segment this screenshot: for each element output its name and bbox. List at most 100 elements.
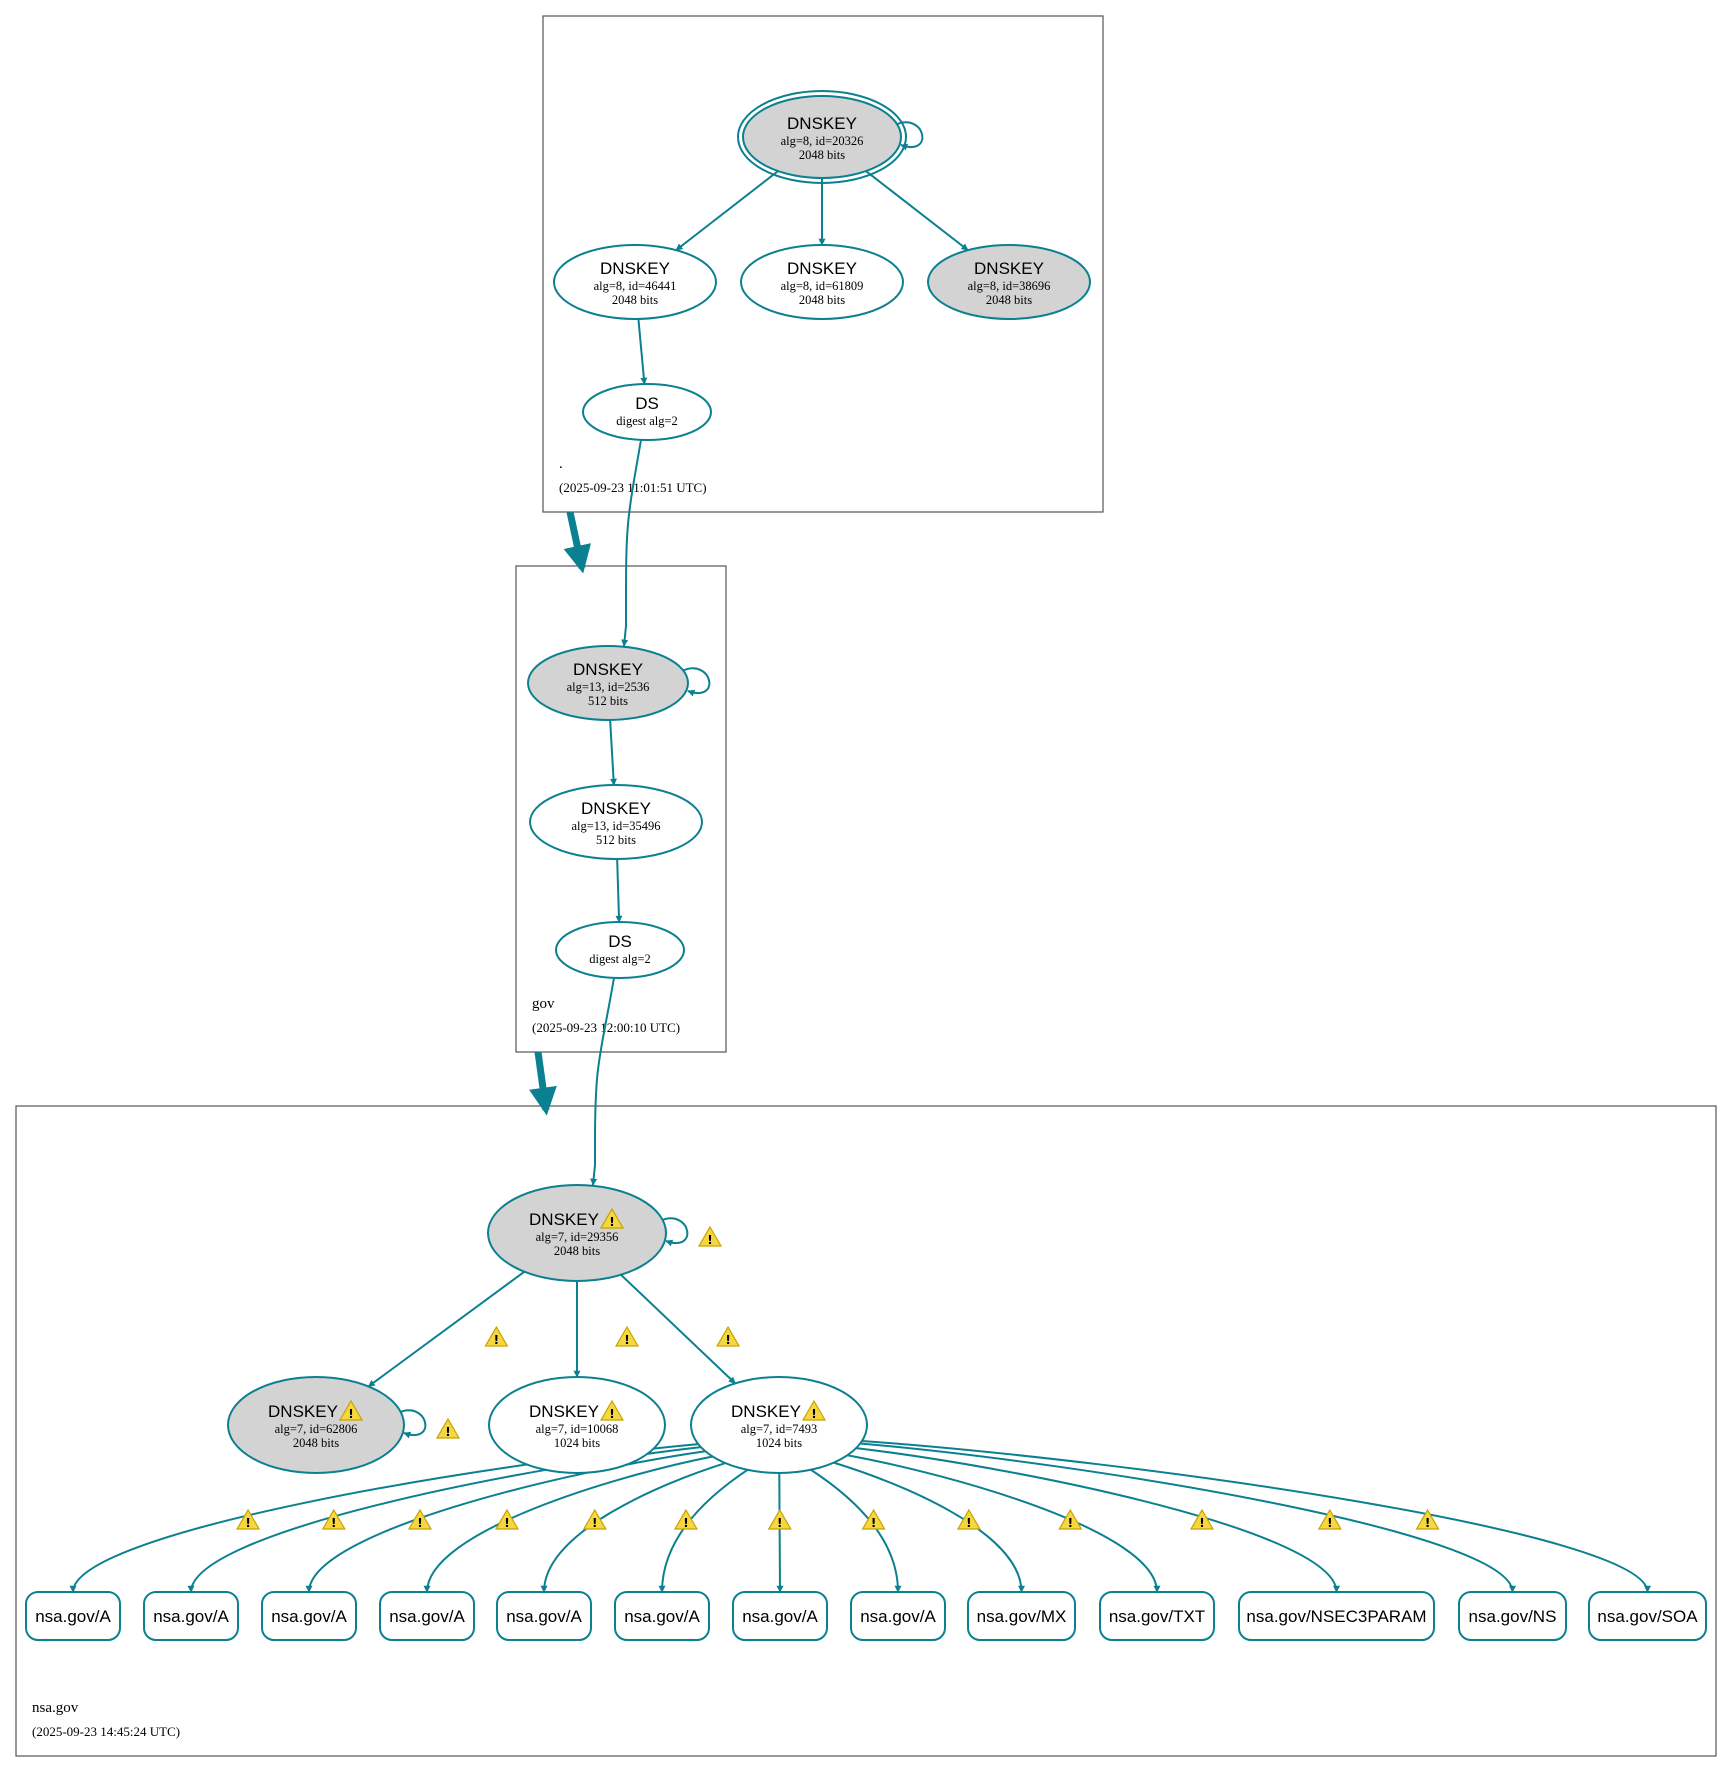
svg-text:!: ! bbox=[725, 1333, 730, 1347]
svg-text:!: ! bbox=[624, 1333, 629, 1347]
rrset-rr5[interactable]: nsa.gov/A bbox=[496, 1591, 592, 1641]
edge-warning-icon: ! bbox=[484, 1325, 509, 1347]
self-loop-g_ksk bbox=[681, 667, 711, 697]
edge-r_z1-r_ds bbox=[637, 318, 648, 385]
node-key-size: 2048 bits bbox=[293, 1436, 339, 1450]
rrset-label: nsa.gov/MX bbox=[977, 1607, 1067, 1626]
svg-text:!: ! bbox=[966, 1516, 971, 1530]
edge-n_ksk-n_z2 bbox=[620, 1274, 736, 1385]
node-key-size: 2048 bits bbox=[799, 148, 845, 162]
rrset-rr7[interactable]: nsa.gov/A bbox=[732, 1591, 828, 1641]
svg-text:!: ! bbox=[1068, 1516, 1073, 1530]
node-params: digest alg=2 bbox=[589, 952, 651, 966]
rrset-rr1[interactable]: nsa.gov/A bbox=[25, 1591, 121, 1641]
zone-timestamp: (2025-09-23 14:45:24 UTC) bbox=[32, 1724, 180, 1739]
svg-text:!: ! bbox=[609, 1215, 614, 1229]
self-loop-r_ksk bbox=[894, 121, 924, 151]
rrset-rr3[interactable]: nsa.gov/A bbox=[261, 1591, 357, 1641]
node-title: DNSKEY bbox=[787, 259, 857, 278]
node-warning-icon: ! bbox=[338, 1399, 364, 1421]
edge-warning-icon: ! bbox=[582, 1508, 607, 1530]
rrset-label: nsa.gov/NSEC3PARAM bbox=[1246, 1607, 1426, 1626]
edge-warning-icon: ! bbox=[673, 1508, 699, 1530]
node-title: DNSKEY bbox=[529, 1210, 599, 1229]
edge-warning-icon: ! bbox=[1317, 1508, 1342, 1530]
node-params: alg=7, id=10068 bbox=[536, 1422, 619, 1436]
svg-text:!: ! bbox=[683, 1516, 688, 1530]
node-key-size: 2048 bits bbox=[612, 293, 658, 307]
rrset-label: nsa.gov/A bbox=[506, 1607, 582, 1626]
zone-nsa: nsa.gov (2025-09-23 14:45:24 UTC) bbox=[15, 1105, 1717, 1757]
rrset-rr4[interactable]: nsa.gov/A bbox=[379, 1591, 475, 1641]
rrset-rr8[interactable]: nsa.gov/A bbox=[850, 1591, 946, 1641]
rrset-label: nsa.gov/A bbox=[271, 1607, 347, 1626]
node-key-size: 1024 bits bbox=[756, 1436, 802, 1450]
rrset-label: nsa.gov/NS bbox=[1469, 1607, 1557, 1626]
node-title: DNSKEY bbox=[529, 1402, 599, 1421]
rrset-rr13[interactable]: nsa.gov/SOA bbox=[1588, 1591, 1707, 1641]
rrset-label: nsa.gov/TXT bbox=[1109, 1607, 1205, 1626]
edge-g_zsk-g_ds bbox=[615, 858, 623, 923]
node-title: DNSKEY bbox=[581, 799, 651, 818]
zone-name: . bbox=[559, 456, 563, 472]
edge-warning-icon: ! bbox=[767, 1508, 792, 1530]
node-title: DNSKEY bbox=[731, 1402, 801, 1421]
edge-r_ds-g_ksk bbox=[621, 439, 642, 647]
zone-timestamp: (2025-09-23 12:00:10 UTC) bbox=[532, 1020, 680, 1035]
edge-g_ksk-g_zsk bbox=[609, 719, 618, 786]
edge-warning-icon: ! bbox=[861, 1508, 886, 1530]
edge-n_z2-rr12 bbox=[860, 1442, 1516, 1593]
edge-n_z2-rr11 bbox=[856, 1447, 1340, 1593]
delegation-arrow-root-gov bbox=[563, 511, 591, 574]
node-key-size: 1024 bits bbox=[554, 1436, 600, 1450]
zone-name: nsa.gov bbox=[32, 1700, 79, 1716]
node-warning-icon: ! bbox=[599, 1207, 625, 1229]
node-key-size: 512 bits bbox=[588, 694, 628, 708]
svg-text:!: ! bbox=[707, 1233, 712, 1247]
edge-n_z2-rr13 bbox=[861, 1439, 1651, 1593]
rrset-label: nsa.gov/A bbox=[742, 1607, 818, 1626]
rrset-rr10[interactable]: nsa.gov/TXT bbox=[1099, 1591, 1215, 1641]
zone-gov: gov(2025-09-23 12:00:10 UTC) bbox=[515, 565, 727, 1053]
svg-text:!: ! bbox=[592, 1516, 597, 1530]
node-params: alg=8, id=61809 bbox=[781, 279, 864, 293]
node-title: DNSKEY bbox=[573, 660, 643, 679]
svg-text:!: ! bbox=[1327, 1516, 1332, 1530]
edge-r_ksk-r_z3 bbox=[865, 170, 969, 251]
rrset-rr12[interactable]: nsa.gov/NS bbox=[1458, 1591, 1567, 1641]
rrset-label: nsa.gov/A bbox=[153, 1607, 229, 1626]
rrset-rr6[interactable]: nsa.gov/A bbox=[614, 1591, 710, 1641]
rrset-rr9[interactable]: nsa.gov/MX bbox=[967, 1591, 1076, 1641]
edge-g_ds-n_ksk bbox=[590, 977, 615, 1186]
self-loop-n_ksk bbox=[659, 1217, 689, 1247]
rrset-rr11[interactable]: nsa.gov/NSEC3PARAM bbox=[1238, 1591, 1435, 1641]
node-title: DNSKEY bbox=[268, 1402, 338, 1421]
rrset-label: nsa.gov/A bbox=[860, 1607, 936, 1626]
node-params: alg=8, id=20326 bbox=[781, 134, 864, 148]
node-key-size: 512 bits bbox=[596, 833, 636, 847]
edge-warning-icon: ! bbox=[407, 1508, 432, 1530]
rrset-rr2[interactable]: nsa.gov/A bbox=[143, 1591, 239, 1641]
svg-text:!: ! bbox=[417, 1516, 422, 1530]
node-warning-icon: ! bbox=[801, 1399, 827, 1421]
node-params: alg=7, id=7493 bbox=[741, 1422, 818, 1436]
svg-text:!: ! bbox=[811, 1407, 816, 1421]
svg-text:!: ! bbox=[777, 1516, 782, 1530]
self-loop-warning-icon: ! bbox=[697, 1225, 723, 1247]
edge-warning-icon: ! bbox=[614, 1325, 640, 1347]
node-title: DNSKEY bbox=[600, 259, 670, 278]
node-title: DNSKEY bbox=[974, 259, 1044, 278]
edge-warning-icon: ! bbox=[494, 1508, 520, 1530]
